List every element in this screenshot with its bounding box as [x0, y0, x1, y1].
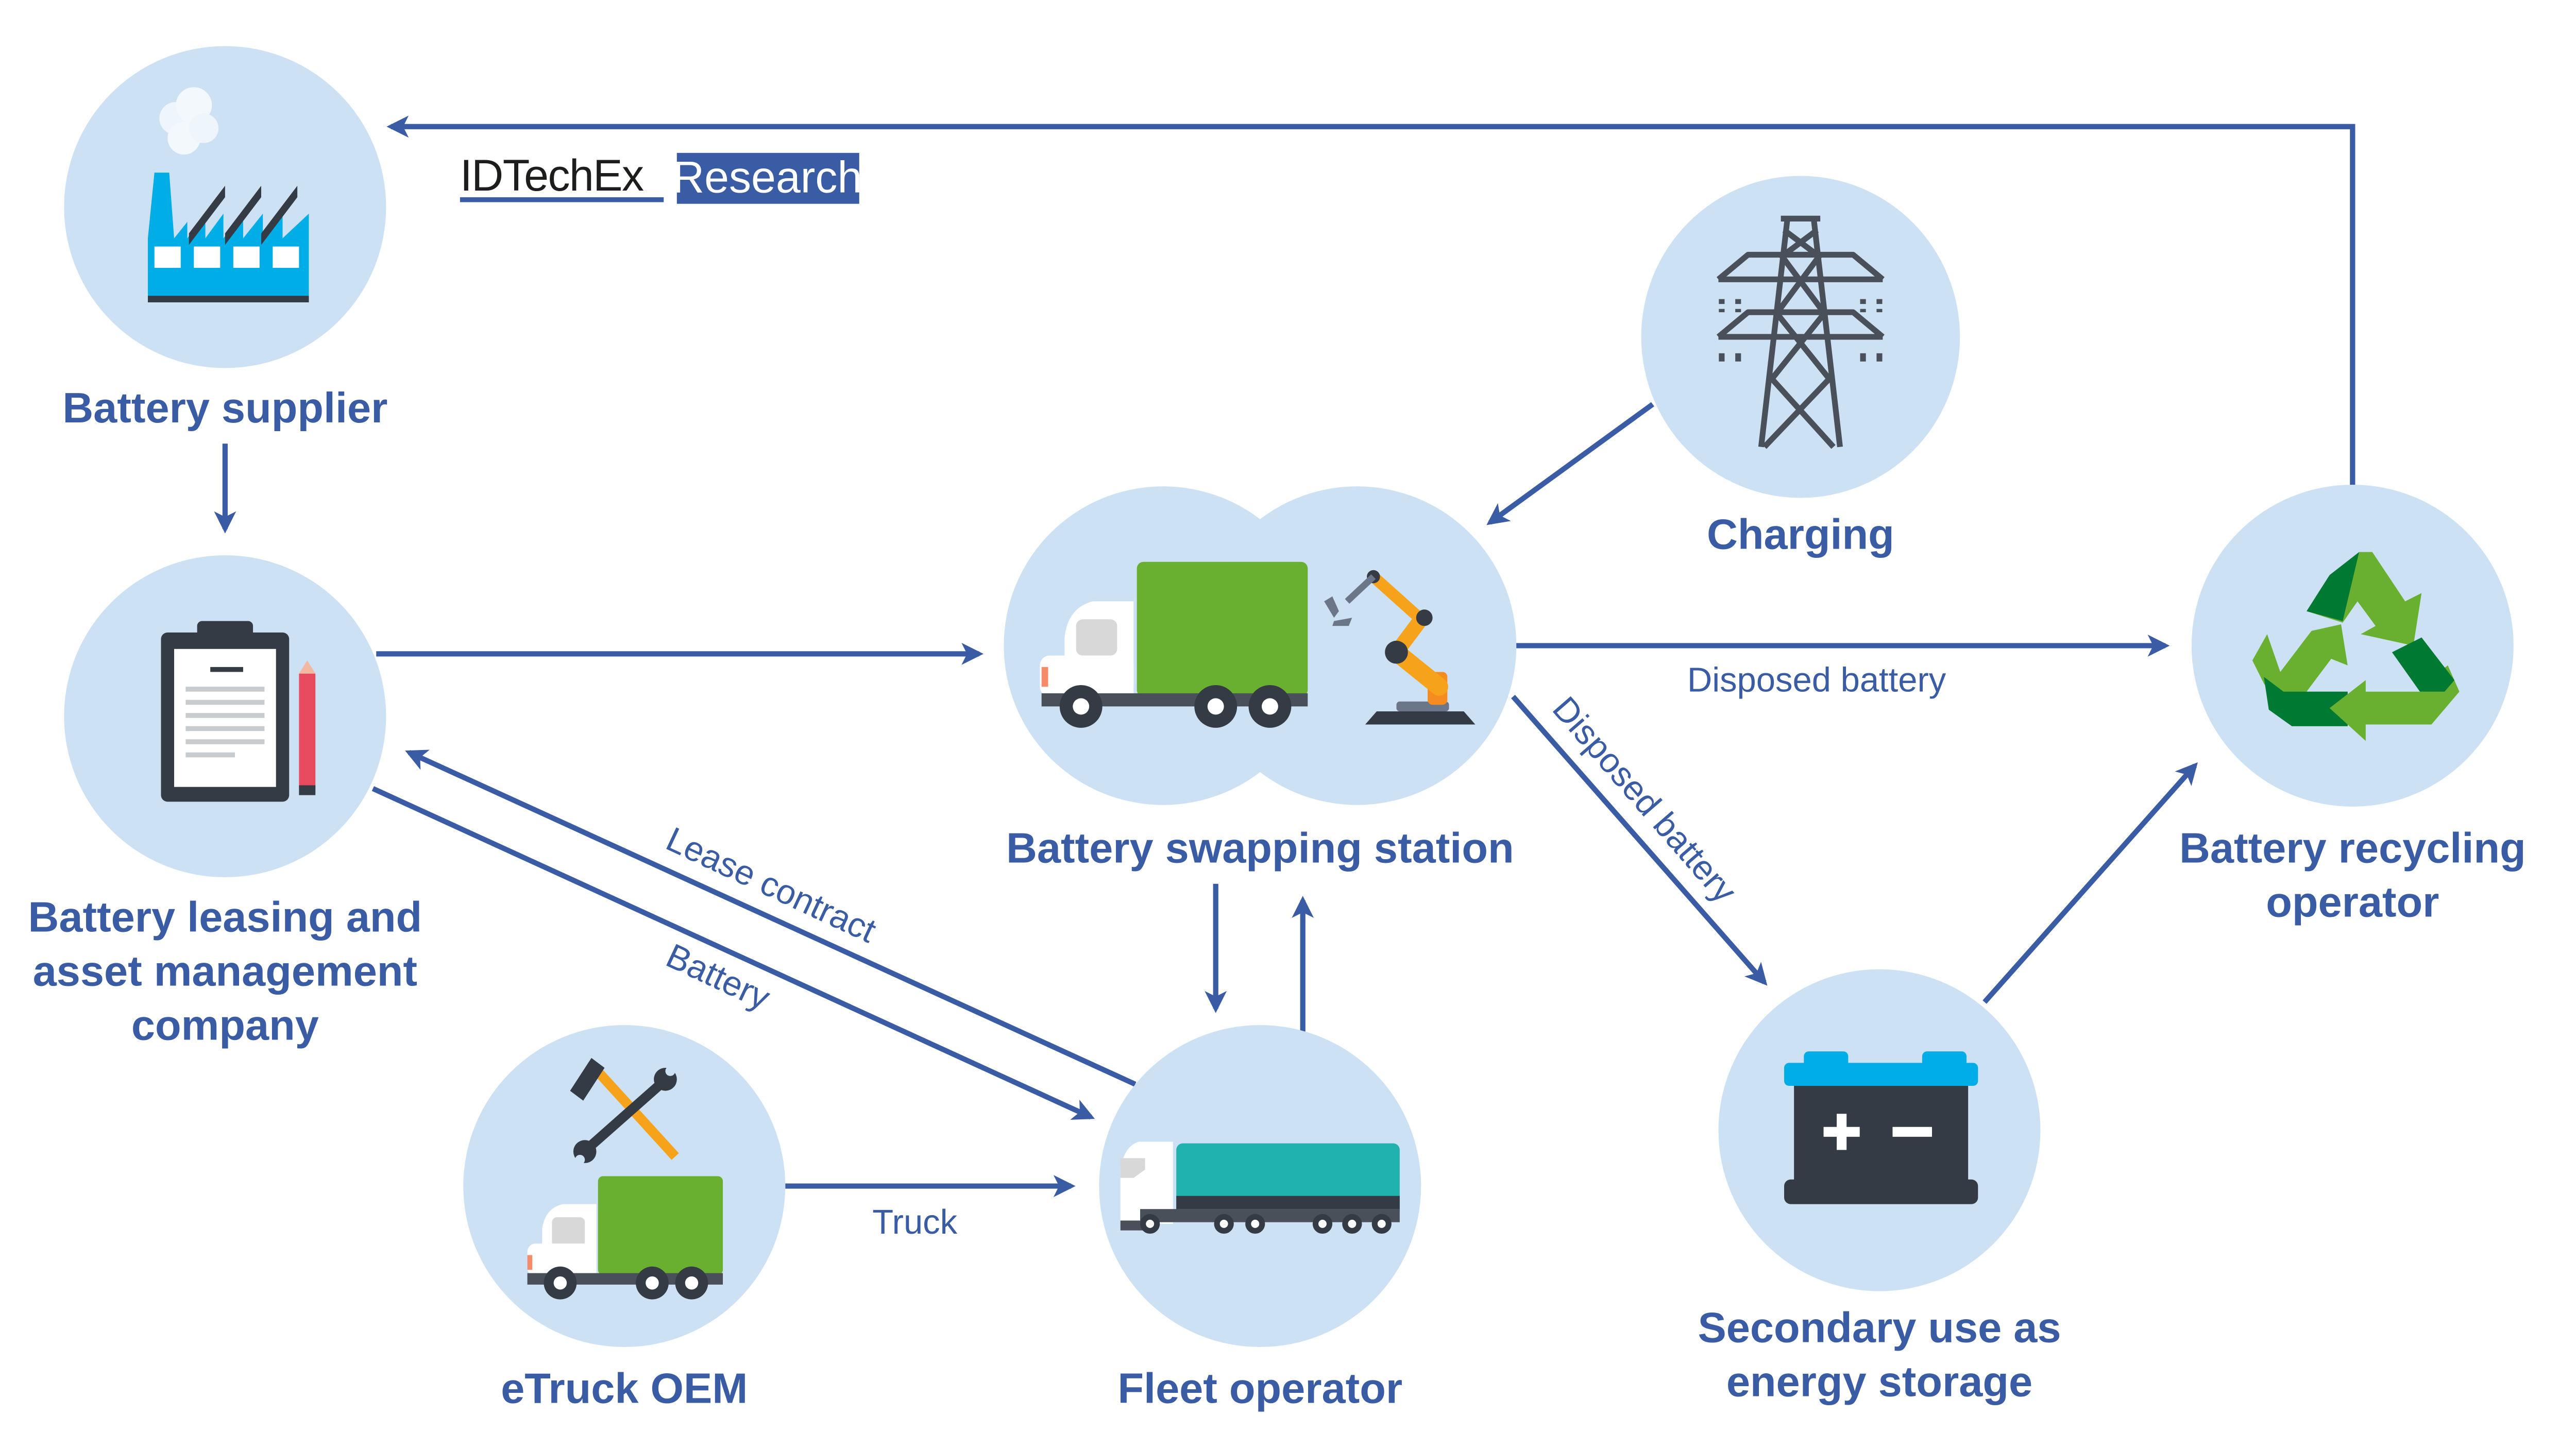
edge-charging-to-swapping — [1486, 402, 1654, 525]
node-etruck-oem: eTruck OEM — [463, 1025, 786, 1412]
node-label-etruck-oem: eTruck OEM — [501, 1364, 748, 1412]
node-battery-recycling-operator: Battery recycling operator — [2179, 484, 2526, 926]
node-label-fleet-operator: Fleet operator — [1117, 1364, 1402, 1412]
truck-robot-arm-icon — [1040, 561, 1476, 728]
edge-leasing-to-fleet-battery — [371, 786, 1095, 1120]
edge-secondary-to-recycling — [1982, 762, 2198, 1004]
node-battery-leasing: Battery leasing and asset management com… — [28, 555, 422, 1049]
node-label-recycling-line-2: operator — [2266, 878, 2439, 926]
tools-truck-icon — [527, 1058, 723, 1300]
node-circle — [64, 46, 386, 368]
edge-recycling-to-supplier — [386, 115, 2355, 487]
clipboard-icon — [161, 621, 316, 802]
node-label-recycling-line-1: Battery recycling — [2179, 824, 2526, 872]
logo-tag: Research — [672, 152, 862, 202]
edges — [214, 115, 2355, 1197]
node-label-secondary-line-1: Secondary use as — [1698, 1303, 2061, 1351]
node-battery-supplier: Battery supplier — [62, 46, 387, 432]
node-label-battery-supplier: Battery supplier — [62, 384, 387, 432]
edge-label-disposed-battery-horizontal: Disposed battery — [1687, 661, 1946, 700]
node-label-charging: Charging — [1707, 510, 1894, 558]
recycle-icon — [2252, 552, 2460, 741]
node-battery-swapping-station: Battery swapping station — [1004, 486, 1517, 872]
edge-label-disposed-battery-diagonal: Disposed battery — [1545, 689, 1744, 910]
node-label-leasing-line-1: Battery leasing and — [28, 893, 422, 941]
node-label-swapping-station: Battery swapping station — [1006, 824, 1514, 872]
battery-icon — [1784, 1051, 1978, 1204]
node-secondary-use: Secondary use as energy storage — [1698, 969, 2061, 1406]
edge-swapping-to-secondary — [1511, 694, 1768, 986]
idtechex-logo: IDTechEx Research — [460, 151, 862, 204]
node-label-leasing-line-2: asset management — [33, 947, 417, 995]
edge-fleet-to-leasing-lease — [405, 749, 1137, 1087]
power-pylon-icon — [1716, 215, 1885, 449]
node-charging: Charging — [1641, 176, 1960, 558]
semi-truck-icon — [1120, 1141, 1400, 1234]
node-circle — [2191, 484, 2514, 807]
edge-label-truck: Truck — [872, 1203, 957, 1241]
logo-underline — [460, 197, 664, 202]
logo-tag-bg — [676, 152, 859, 204]
node-fleet-operator: Fleet operator — [1099, 1025, 1421, 1412]
node-label-leasing-line-3: company — [131, 1001, 319, 1049]
factory-icon — [147, 87, 309, 302]
node-label-secondary-line-2: energy storage — [1726, 1358, 2032, 1406]
logo-brand: IDTechEx — [460, 151, 644, 200]
